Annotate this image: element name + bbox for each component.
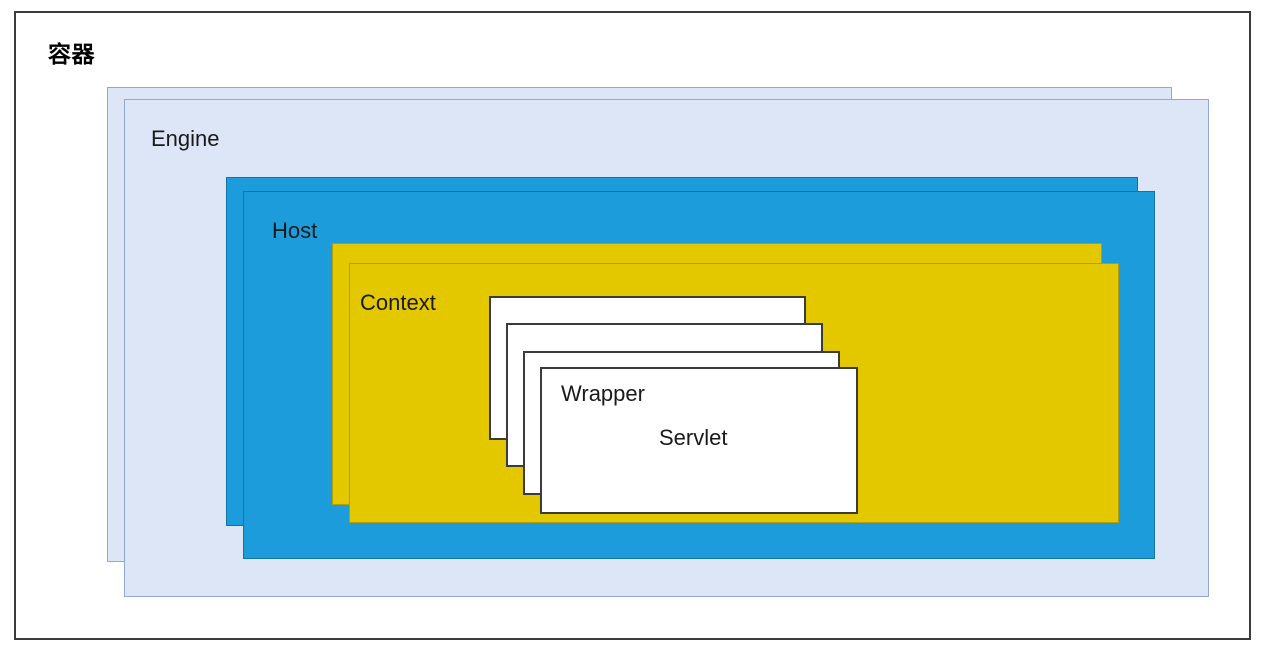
- host-label: Host: [272, 218, 318, 243]
- context-label: Context: [360, 290, 436, 315]
- container-frame: 容器 Engine Host Context Wrapper Servlet: [14, 11, 1251, 640]
- diagram-title: 容器: [48, 41, 95, 67]
- wrapper-stack-card-front[interactable]: Wrapper Servlet: [540, 367, 858, 514]
- engine-label: Engine: [151, 126, 220, 151]
- wrapper-label: Wrapper: [561, 381, 645, 406]
- servlet-label: Servlet: [659, 425, 728, 450]
